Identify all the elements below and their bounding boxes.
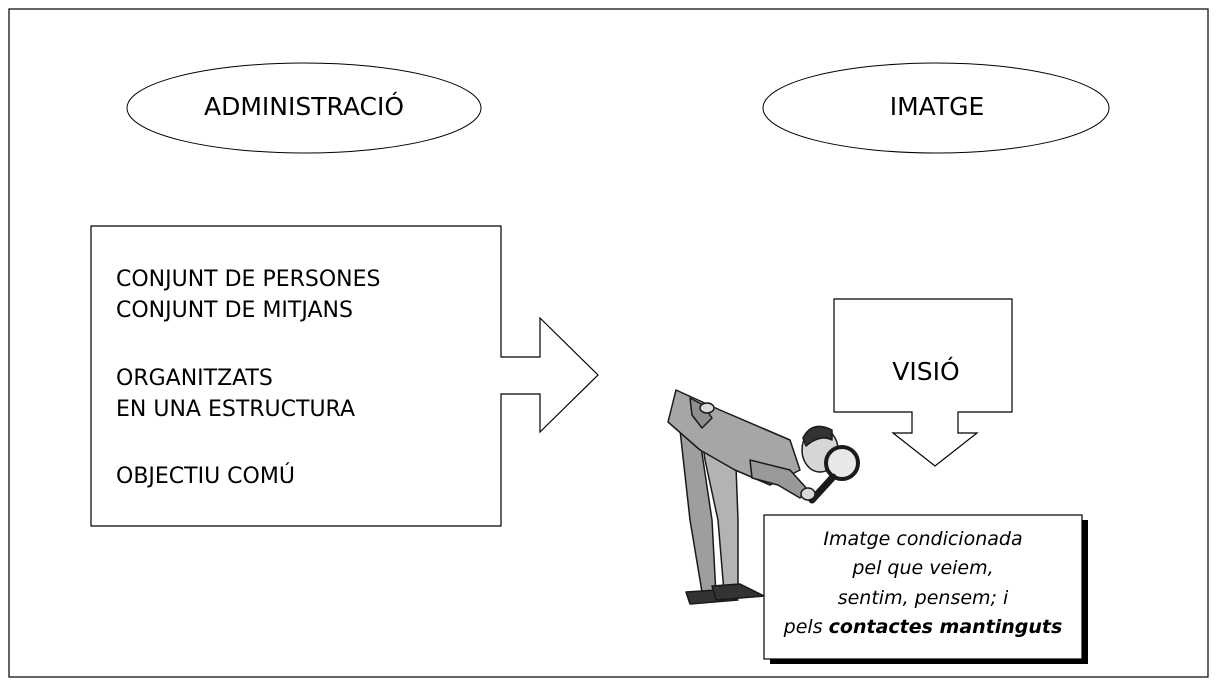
caption-box [763,514,1083,660]
caption-line-4: pels contactes mantinguts [765,614,1081,640]
ellipse-administracio [126,62,482,154]
definition-line-organitzats: ORGANITZATS [116,366,273,391]
definition-line-objectiu: OBJECTIU COMÚ [116,464,295,489]
ellipse-imatge [762,62,1110,154]
definition-box-arrow [90,225,599,527]
caption-line-3: sentim, pensem; i [837,587,1009,609]
slide-border [8,8,1209,678]
vision-label: VISIÓ [892,357,960,386]
ellipse-label-imatge: IMATGE [889,92,985,121]
caption-line-4-prefix: pels [783,616,829,638]
vision-callout [833,298,1013,467]
definition-line-estructura: EN UNA ESTRUCTURA [116,397,355,422]
caption-line-1: Imatge condicionada [823,528,1023,550]
caption-line-4-emphasis: contactes mantinguts [828,616,1063,638]
ellipse-label-administracio: ADMINISTRACIÓ [203,92,405,121]
definition-line-persones: CONJUNT DE PERSONES [116,267,381,292]
man-with-magnifying-glass-icon [667,389,860,605]
definition-line-mitjans: CONJUNT DE MITJANS [116,298,353,323]
caption-line-2: pel que veiem, [852,557,994,579]
